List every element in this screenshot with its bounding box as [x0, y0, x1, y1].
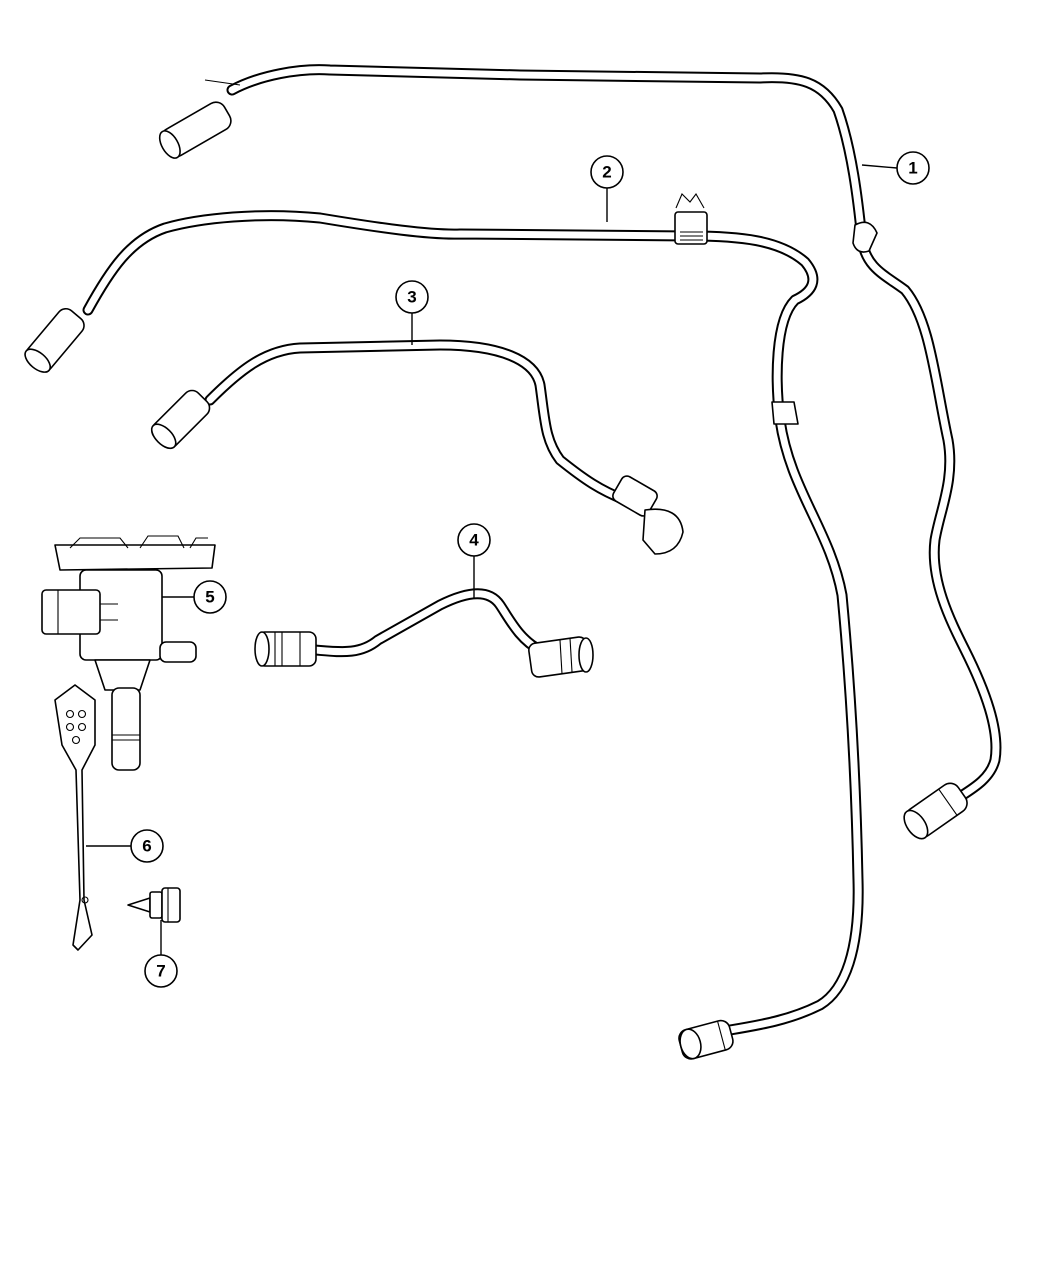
callout-2: 2 [590, 155, 624, 189]
callout-3: 3 [395, 280, 429, 314]
callout-7: 7 [144, 954, 178, 988]
callout-7-label: 7 [156, 962, 165, 981]
callout-5-label: 5 [205, 588, 214, 607]
hose-2[interactable] [21, 193, 864, 1061]
callout-6: 6 [130, 829, 164, 863]
callout-2-label: 2 [602, 163, 611, 182]
callout-1-label: 1 [908, 159, 917, 178]
hose-4[interactable] [254, 588, 594, 678]
bracket-6[interactable] [54, 684, 96, 951]
hose-1[interactable] [155, 64, 1002, 843]
callout-5: 5 [193, 580, 227, 614]
callout-6-label: 6 [142, 837, 151, 856]
callout-1: 1 [896, 151, 930, 185]
callout-4-label: 4 [469, 531, 479, 550]
bolt-7[interactable] [127, 887, 181, 923]
callout-4: 4 [457, 523, 491, 557]
leader-lines [86, 164, 898, 955]
callout-3-label: 3 [407, 288, 416, 307]
valve-5[interactable] [41, 535, 216, 771]
hose-3[interactable] [147, 339, 684, 555]
